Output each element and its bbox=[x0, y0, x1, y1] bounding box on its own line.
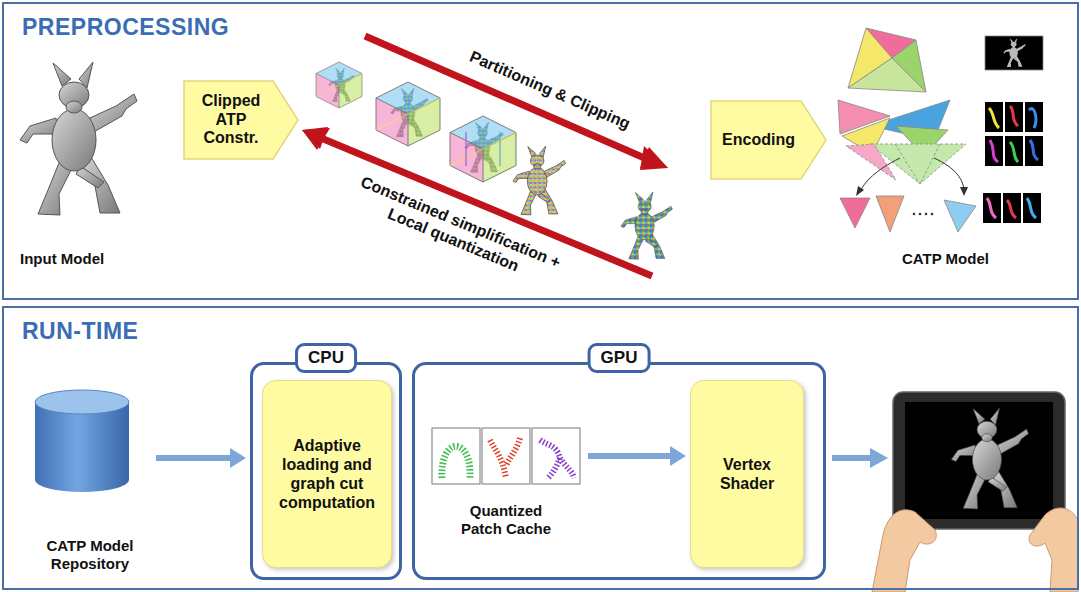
node-label: Quantized Patch Cache bbox=[454, 502, 558, 538]
node-label: Vertex Shader bbox=[699, 455, 795, 493]
partition-cubes-figure bbox=[465, 132, 466, 166]
catp-model-figure bbox=[920, 144, 940, 184]
partition-cubes-figure bbox=[450, 116, 516, 182]
group-tab-label: CPU bbox=[295, 343, 357, 373]
patch-texture-thumbnails bbox=[985, 136, 1003, 166]
patch-texture-thumbnails bbox=[1007, 200, 1016, 218]
catp-model-figure bbox=[840, 198, 870, 228]
patch-texture-thumbnails bbox=[1027, 198, 1036, 218]
patch-texture-thumbnails bbox=[983, 36, 1043, 223]
arrow-label: Partitioning & Clipping bbox=[467, 47, 634, 134]
partition-cubes-figure bbox=[513, 146, 566, 215]
red-process-arrow bbox=[640, 146, 668, 170]
patch-texture-thumbnails bbox=[983, 193, 1001, 223]
node-label: Clipped ATP Constr. bbox=[195, 92, 267, 147]
catp-model-figure bbox=[960, 187, 968, 196]
node-label: CATP Model Repository bbox=[32, 537, 148, 573]
input-model-figure bbox=[20, 62, 137, 215]
patch-texture-thumbnails bbox=[985, 36, 1043, 70]
catp-model-figure bbox=[925, 213, 928, 216]
flow-arrow bbox=[156, 455, 230, 461]
arrow-label: Constrained simplification + Local quant… bbox=[339, 167, 575, 295]
patch-cache-images bbox=[432, 428, 480, 484]
node-label: Adaptive loading and graph cut computati… bbox=[271, 436, 383, 513]
patch-texture-thumbnails bbox=[989, 108, 999, 128]
catp-model-figure bbox=[934, 158, 964, 192]
tablet-device bbox=[893, 392, 1065, 529]
catp-model-figure bbox=[944, 200, 976, 232]
repository-node: CATP Model Repository bbox=[28, 385, 152, 577]
output-arrow bbox=[832, 448, 888, 468]
process-box: Vertex Shader bbox=[690, 380, 804, 568]
panel-heading: RUN-TIME bbox=[22, 318, 138, 345]
tablet-device bbox=[905, 402, 1053, 519]
tablet-device bbox=[951, 408, 1028, 509]
patch-cache-images bbox=[442, 447, 470, 479]
catp-model-figure bbox=[838, 28, 976, 232]
processor-group: GPUQuantized Patch CacheVertex Shader bbox=[412, 362, 826, 580]
red-process-arrow bbox=[365, 36, 649, 160]
partition-cubes-figure bbox=[499, 132, 500, 166]
node-label: Encoding bbox=[722, 131, 795, 149]
catp-model-figure bbox=[860, 158, 900, 192]
patch-cache-images bbox=[532, 428, 580, 484]
flow-arrow bbox=[588, 453, 670, 459]
tablet-device bbox=[872, 392, 1078, 592]
patch-texture-thumbnails bbox=[1005, 136, 1023, 166]
patch-texture-thumbnails bbox=[1025, 102, 1043, 132]
patch-cache-images bbox=[432, 428, 580, 484]
patch-cache-node: Quantized Patch Cache bbox=[428, 420, 584, 542]
patch-cache-images bbox=[490, 438, 520, 478]
figure-caption: Input Model bbox=[20, 250, 104, 268]
patch-texture-thumbnails bbox=[1029, 109, 1036, 128]
patch-texture-thumbnails bbox=[1025, 136, 1043, 166]
tablet-device bbox=[872, 510, 936, 592]
processor-group: CPUAdaptive loading and graph cut comput… bbox=[250, 362, 402, 580]
partition-cubes-figure bbox=[621, 192, 672, 259]
tablet-device bbox=[1029, 508, 1078, 592]
patch-cache-images bbox=[540, 440, 574, 478]
patch-texture-thumbnails bbox=[1003, 38, 1025, 67]
catp-model-figure bbox=[856, 186, 864, 196]
catp-model-figure bbox=[895, 144, 920, 184]
patch-texture-thumbnails bbox=[987, 198, 996, 218]
patch-texture-thumbnails bbox=[1005, 102, 1023, 132]
process-arrow-box: Clipped ATP Constr. bbox=[183, 80, 299, 160]
red-process-arrow bbox=[365, 36, 668, 170]
input-model-figure bbox=[20, 62, 137, 215]
process-arrow-box: Encoding bbox=[710, 100, 827, 180]
output-arrow bbox=[832, 455, 870, 461]
patch-texture-thumbnails bbox=[1030, 140, 1038, 160]
figure-caption: CATP Model bbox=[902, 250, 989, 268]
catp-model-figure bbox=[913, 213, 916, 216]
patch-texture-thumbnails bbox=[985, 102, 1003, 132]
arrow-pentagon bbox=[184, 81, 298, 159]
repository-cylinder bbox=[35, 390, 129, 414]
panel-heading: PREPROCESSING bbox=[22, 14, 229, 41]
patch-texture-thumbnails bbox=[1010, 142, 1018, 162]
partition-cubes-figure bbox=[316, 62, 362, 108]
catp-model-figure bbox=[846, 144, 896, 180]
partition-cubes-figure bbox=[376, 82, 440, 146]
catp-model-figure bbox=[876, 196, 904, 232]
catp-model-figure bbox=[919, 213, 922, 216]
group-tab-label: GPU bbox=[588, 343, 651, 373]
catp-model-figure bbox=[931, 213, 934, 216]
patch-texture-thumbnails bbox=[990, 140, 998, 162]
repository-cylinder bbox=[35, 390, 129, 492]
red-process-arrow bbox=[302, 128, 330, 150]
process-box: Adaptive loading and graph cut computati… bbox=[262, 380, 392, 568]
arrow-pentagon bbox=[711, 101, 826, 179]
patch-cache-images bbox=[482, 428, 530, 484]
patch-texture-thumbnails bbox=[1003, 193, 1021, 223]
output-arrow bbox=[870, 448, 888, 468]
patch-texture-thumbnails bbox=[1023, 193, 1041, 223]
patch-texture-thumbnails bbox=[1010, 106, 1018, 126]
stage-panel: RUN-TIMECATP Model RepositoryCPUAdaptive… bbox=[2, 306, 1079, 590]
catp-model-figure bbox=[848, 58, 926, 92]
repository-cylinder bbox=[35, 402, 129, 492]
